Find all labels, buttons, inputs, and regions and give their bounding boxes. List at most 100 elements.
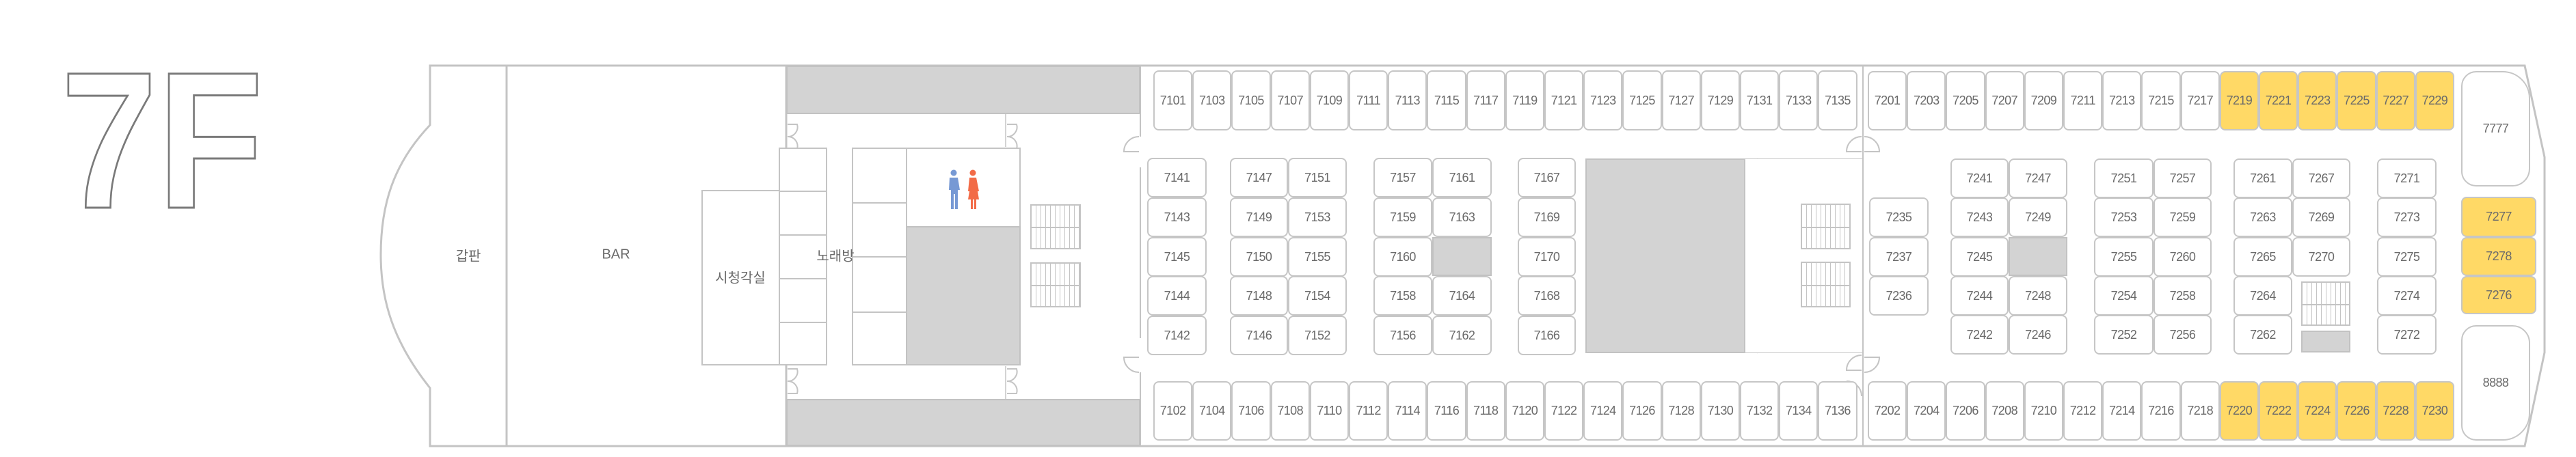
- cabin-7202[interactable]: 7202: [1868, 381, 1907, 441]
- cabin-7127[interactable]: 7127: [1661, 70, 1701, 130]
- karaoke-booth[interactable]: [852, 256, 907, 313]
- karaoke-booth[interactable]: [852, 311, 907, 365]
- cabin-7150[interactable]: 7150: [1230, 237, 1288, 277]
- cabin-7128[interactable]: 7128: [1661, 381, 1701, 441]
- cabin-7169[interactable]: 7169: [1518, 197, 1576, 237]
- cabin-7261[interactable]: 7261: [2233, 158, 2292, 198]
- cabin-7217[interactable]: 7217: [2180, 71, 2220, 130]
- cabin-7271[interactable]: 7271: [2377, 158, 2437, 198]
- karaoke-booth[interactable]: [852, 202, 907, 258]
- cabin-7201[interactable]: 7201: [1868, 71, 1907, 130]
- cabin-7272[interactable]: 7272: [2377, 315, 2437, 355]
- cabin-7136[interactable]: 7136: [1818, 381, 1857, 441]
- cabin-7112[interactable]: 7112: [1349, 381, 1388, 441]
- cabin-7146[interactable]: 7146: [1230, 316, 1288, 355]
- cabin-7275[interactable]: 7275: [2377, 237, 2437, 277]
- cabin-7235[interactable]: 7235: [1869, 197, 1929, 237]
- cabin-7115[interactable]: 7115: [1427, 70, 1466, 130]
- cabin-7124[interactable]: 7124: [1583, 381, 1623, 441]
- cabin-7227[interactable]: 7227: [2376, 71, 2415, 130]
- cabin-7276[interactable]: 7276: [2461, 276, 2536, 314]
- cabin-7157[interactable]: 7157: [1373, 158, 1432, 197]
- cabin-7113[interactable]: 7113: [1388, 70, 1427, 130]
- cabin-7155[interactable]: 7155: [1288, 237, 1347, 277]
- cabin-7204[interactable]: 7204: [1907, 381, 1946, 441]
- cabin-7105[interactable]: 7105: [1231, 70, 1271, 130]
- cabin-7212[interactable]: 7212: [2063, 381, 2103, 441]
- cabin-7219[interactable]: 7219: [2219, 71, 2259, 130]
- cabin-7170[interactable]: 7170: [1518, 237, 1576, 277]
- cabin-7130[interactable]: 7130: [1700, 381, 1740, 441]
- cabin-7258[interactable]: 7258: [2154, 276, 2212, 316]
- cabin-7257[interactable]: 7257: [2154, 158, 2212, 198]
- cabin-7129[interactable]: 7129: [1700, 70, 1740, 130]
- cabin-7111[interactable]: 7111: [1349, 70, 1388, 130]
- cabin-7247[interactable]: 7247: [2009, 158, 2067, 198]
- cabin-7241[interactable]: 7241: [1950, 158, 2009, 198]
- cabin-7207[interactable]: 7207: [1985, 71, 2024, 130]
- cabin-7153[interactable]: 7153: [1288, 197, 1347, 237]
- cabin-7101[interactable]: 7101: [1153, 70, 1193, 130]
- cabin-7263[interactable]: 7263: [2233, 197, 2292, 237]
- cabin-7248[interactable]: 7248: [2009, 276, 2067, 316]
- karaoke-booth[interactable]: [852, 148, 907, 204]
- cabin-7151[interactable]: 7151: [1288, 158, 1347, 197]
- cabin-7226[interactable]: 7226: [2337, 381, 2376, 441]
- cabin-7163[interactable]: 7163: [1432, 197, 1492, 237]
- cabin-7214[interactable]: 7214: [2102, 381, 2142, 441]
- cabin-7243[interactable]: 7243: [1950, 197, 2009, 237]
- cabin-7154[interactable]: 7154: [1288, 276, 1347, 316]
- cabin-7110[interactable]: 7110: [1309, 381, 1349, 441]
- cabin-7118[interactable]: 7118: [1466, 381, 1505, 441]
- cabin-7237[interactable]: 7237: [1869, 237, 1929, 277]
- cabin-7107[interactable]: 7107: [1270, 70, 1310, 130]
- cabin-7224[interactable]: 7224: [2298, 381, 2337, 441]
- cabin-7208[interactable]: 7208: [1985, 381, 2024, 441]
- cabin-7133[interactable]: 7133: [1779, 70, 1819, 130]
- cabin-7106[interactable]: 7106: [1231, 381, 1271, 441]
- cabin-7103[interactable]: 7103: [1192, 70, 1232, 130]
- cabin-7278[interactable]: 7278: [2461, 237, 2536, 276]
- cabin-7135[interactable]: 7135: [1818, 70, 1857, 130]
- cabin-7117[interactable]: 7117: [1466, 70, 1505, 130]
- cabin-7246[interactable]: 7246: [2009, 315, 2067, 355]
- cabin-7168[interactable]: 7168: [1518, 276, 1576, 316]
- cabin-7256[interactable]: 7256: [2154, 315, 2212, 355]
- cabin-7126[interactable]: 7126: [1622, 381, 1662, 441]
- karaoke-booth[interactable]: [779, 234, 827, 279]
- cabin-7229[interactable]: 7229: [2415, 71, 2454, 130]
- cabin-7164[interactable]: 7164: [1432, 276, 1492, 316]
- cabin-7121[interactable]: 7121: [1544, 70, 1584, 130]
- cabin-7244[interactable]: 7244: [1950, 276, 2009, 316]
- cabin-7259[interactable]: 7259: [2154, 197, 2212, 237]
- karaoke-booth[interactable]: [779, 322, 827, 365]
- cabin-8888[interactable]: 8888: [2461, 325, 2530, 441]
- cabin-7223[interactable]: 7223: [2298, 71, 2337, 130]
- cabin-7120[interactable]: 7120: [1505, 381, 1544, 441]
- cabin-7104[interactable]: 7104: [1192, 381, 1232, 441]
- cabin-7221[interactable]: 7221: [2259, 71, 2298, 130]
- cabin-7161[interactable]: 7161: [1432, 158, 1492, 197]
- cabin-7108[interactable]: 7108: [1270, 381, 1310, 441]
- cabin-7162[interactable]: 7162: [1432, 316, 1492, 355]
- cabin-7166[interactable]: 7166: [1518, 316, 1576, 355]
- cabin-7141[interactable]: 7141: [1147, 158, 1207, 197]
- cabin-7251[interactable]: 7251: [2094, 158, 2154, 198]
- cabin-7260[interactable]: 7260: [2154, 237, 2212, 277]
- cabin-7158[interactable]: 7158: [1373, 276, 1432, 316]
- cabin-7222[interactable]: 7222: [2259, 381, 2298, 441]
- cabin-7274[interactable]: 7274: [2377, 276, 2437, 316]
- cabin-7159[interactable]: 7159: [1373, 197, 1432, 237]
- cabin-7236[interactable]: 7236: [1869, 276, 1929, 316]
- cabin-7211[interactable]: 7211: [2063, 71, 2103, 130]
- restroom[interactable]: [906, 148, 1021, 227]
- cabin-7230[interactable]: 7230: [2415, 381, 2454, 441]
- cabin-7262[interactable]: 7262: [2233, 315, 2292, 355]
- cabin-7114[interactable]: 7114: [1388, 381, 1427, 441]
- cabin-7269[interactable]: 7269: [2292, 197, 2350, 237]
- cabin-7167[interactable]: 7167: [1518, 158, 1576, 197]
- cabin-7205[interactable]: 7205: [1946, 71, 1985, 130]
- cabin-7160[interactable]: 7160: [1373, 237, 1432, 277]
- cabin-7145[interactable]: 7145: [1147, 237, 1207, 277]
- cabin-7218[interactable]: 7218: [2180, 381, 2220, 441]
